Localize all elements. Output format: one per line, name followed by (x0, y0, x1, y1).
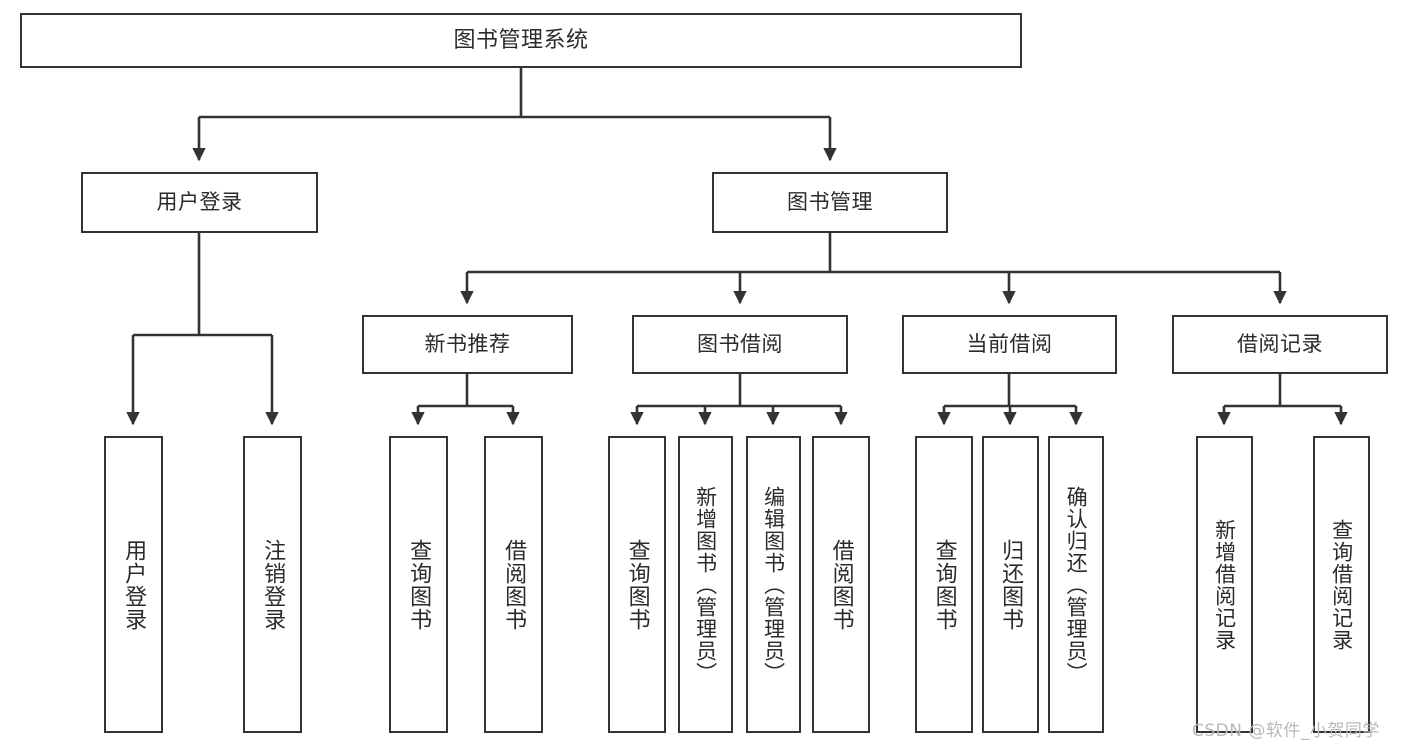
node-label: 图书借阅 (697, 332, 783, 357)
node-label: 归还图书 (998, 538, 1024, 631)
leaf-new-book-borrow[interactable]: 借阅图书 (484, 436, 543, 733)
node-label: 借阅图书 (501, 538, 527, 631)
node-label: 查询图书 (624, 538, 650, 631)
leaf-borrow-book-edit[interactable]: 编辑图书（管理员） (746, 436, 801, 733)
node-label: 新书推荐 (424, 332, 511, 357)
node-label: 注销登录 (260, 538, 286, 631)
leaf-borrow-book-add[interactable]: 新增图书（管理员） (678, 436, 733, 733)
node-label: 用户登录 (121, 538, 147, 631)
node-root-system[interactable]: 图书管理系统 (20, 13, 1022, 68)
node-book-management[interactable]: 图书管理 (712, 172, 948, 233)
leaf-borrow-record-add[interactable]: 新增借阅记录 (1196, 436, 1253, 733)
node-user-login[interactable]: 用户登录 (81, 172, 318, 233)
node-borrow-record[interactable]: 借阅记录 (1172, 315, 1388, 374)
node-label: 借阅图书 (828, 538, 854, 631)
node-label: 新增图书（管理员） (693, 485, 718, 684)
node-label: 编辑图书（管理员） (761, 485, 786, 684)
leaf-current-borrow-query[interactable]: 查询图书 (915, 436, 973, 733)
node-label: 图书管理 (787, 190, 873, 215)
node-label: 当前借阅 (966, 332, 1053, 357)
leaf-current-borrow-confirm-return[interactable]: 确认归还（管理员） (1048, 436, 1104, 733)
node-label: 用户登录 (156, 190, 243, 215)
leaf-user-login-logout[interactable]: 注销登录 (243, 436, 302, 733)
leaf-borrow-book-query[interactable]: 查询图书 (608, 436, 666, 733)
leaf-borrow-book-borrow[interactable]: 借阅图书 (812, 436, 870, 733)
node-label: 确认归还（管理员） (1064, 485, 1089, 684)
node-label: 查询图书 (406, 538, 432, 631)
node-label: 查询图书 (931, 538, 957, 631)
watermark-text: CSDN @软件_小贺同学 (1192, 721, 1380, 741)
node-new-book-recommend[interactable]: 新书推荐 (362, 315, 573, 374)
node-label: 图书管理系统 (453, 27, 589, 53)
node-label: 查询借阅记录 (1329, 518, 1354, 651)
node-label: 借阅记录 (1237, 332, 1323, 357)
leaf-new-book-query[interactable]: 查询图书 (389, 436, 448, 733)
leaf-current-borrow-return[interactable]: 归还图书 (982, 436, 1039, 733)
node-book-borrow[interactable]: 图书借阅 (632, 315, 848, 374)
leaf-borrow-record-query[interactable]: 查询借阅记录 (1313, 436, 1370, 733)
node-current-borrow[interactable]: 当前借阅 (902, 315, 1117, 374)
node-label: 新增借阅记录 (1212, 518, 1237, 651)
leaf-user-login-login[interactable]: 用户登录 (104, 436, 163, 733)
